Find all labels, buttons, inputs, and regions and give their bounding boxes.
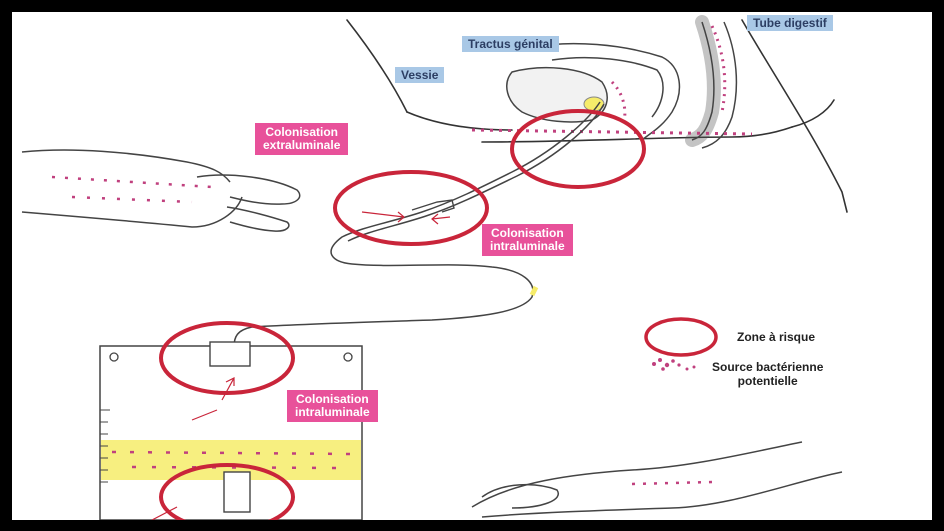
label-intraluminal-colonisation-bottom: Colonisation intraluminale: [287, 390, 378, 422]
legend-bacterial-source-line2: potentielle: [712, 374, 823, 388]
label-intraluminal-bottom-line2: intraluminale: [295, 406, 370, 419]
hand-bottom-illustration: [472, 442, 842, 517]
back-outline: [742, 20, 847, 212]
risk-zone-catheter-junction: [335, 172, 487, 244]
label-genital-tract: Tractus génital: [462, 36, 559, 52]
label-digestive-tract: Tube digestif: [747, 15, 833, 31]
digestive-tract-illustration: [692, 22, 736, 148]
body-outline: [347, 20, 407, 112]
label-extraluminal-line2: extraluminale: [263, 139, 340, 152]
abdomen-outline: [407, 112, 512, 130]
legend-bacterial-source-line1: Source bactérienne: [712, 360, 823, 374]
legend-bacterial-source-text: Source bactérienne potentielle: [712, 360, 823, 388]
diagram-frame: Tube digestif Tractus génital Vessie Col…: [12, 12, 932, 520]
urine-bag-illustration: [100, 342, 362, 520]
label-bladder: Vessie: [395, 67, 444, 83]
arrow-intraluminal-top: [432, 214, 450, 224]
label-intraluminal-top-line2: intraluminale: [490, 240, 565, 253]
catheter-diagram: [12, 12, 932, 520]
legend-risk-zone-text: Zone à risque: [737, 330, 815, 344]
label-intraluminal-colonisation-top: Colonisation intraluminale: [482, 224, 573, 256]
label-extraluminal-colonisation: Colonisation extraluminale: [255, 123, 348, 155]
legend-bacterial-source-symbol: [652, 358, 696, 371]
hand-top-illustration: [22, 150, 300, 231]
legend-risk-zone-symbol: [646, 319, 716, 355]
arrow-extraluminal: [362, 212, 404, 222]
